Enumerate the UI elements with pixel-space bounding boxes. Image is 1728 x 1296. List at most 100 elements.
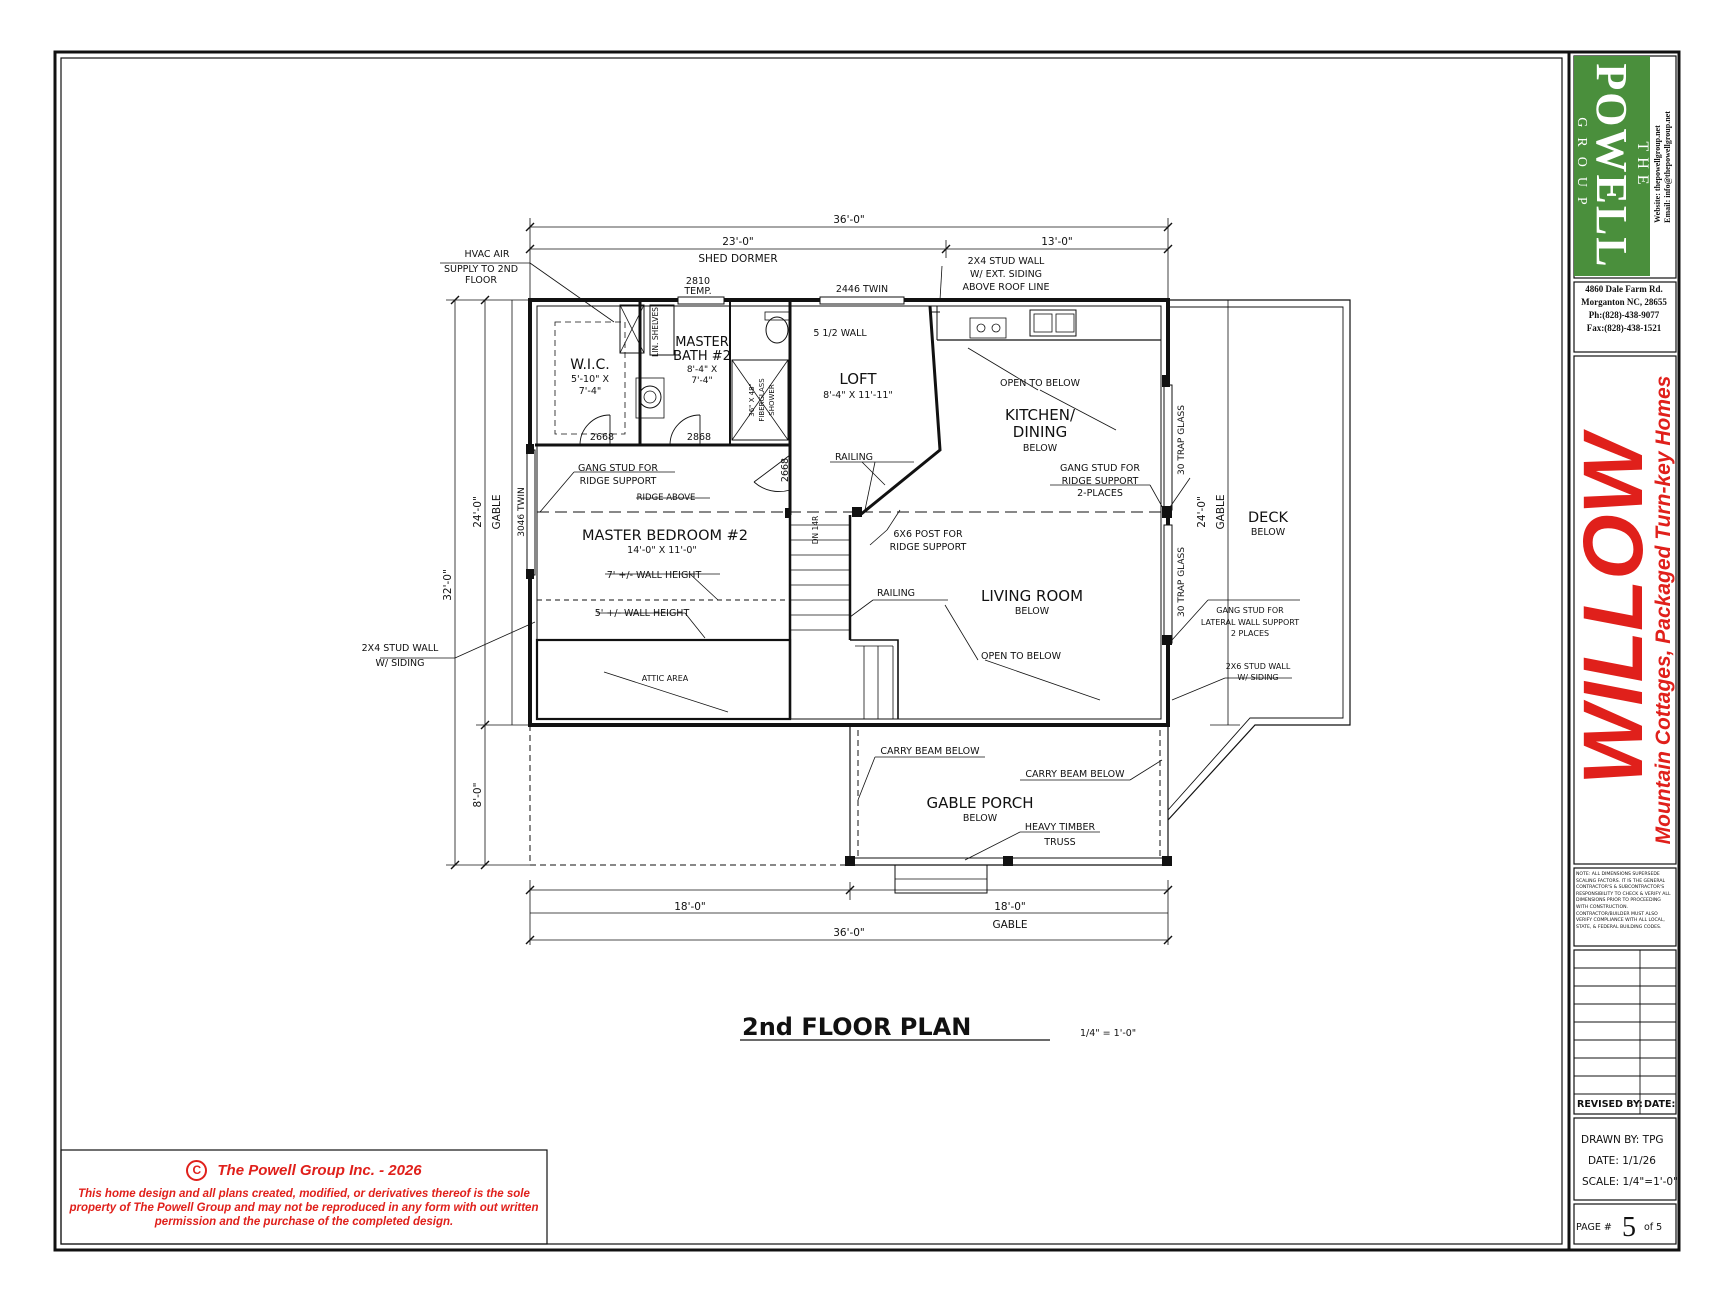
- note-stud-siding2: W/ SIDING: [375, 658, 424, 669]
- drawn-by: DRAWN BY: TPG: [1581, 1134, 1664, 1146]
- note-wall-512: 5 1/2 WALL: [813, 328, 867, 339]
- note-door-2868: 2868: [687, 432, 711, 443]
- room-loft: LOFT: [839, 370, 877, 388]
- revised-by-label: REVISED BY:: [1577, 1099, 1643, 1110]
- note-lin-shelves: LIN. SHELVES: [651, 307, 660, 357]
- note-gang1b: RIDGE SUPPORT: [580, 476, 657, 487]
- room-kitchen-below: BELOW: [1023, 443, 1058, 454]
- sheet-border-inner: [60, 57, 1563, 1245]
- room-bedroom-size: 14'-0" X 11'-0": [627, 545, 697, 556]
- dim-left-lower: 8'-0": [472, 783, 484, 808]
- note-post2: RIDGE SUPPORT: [890, 542, 967, 553]
- drawn-scale: SCALE: 1/4"=1'-0": [1582, 1176, 1678, 1188]
- drawn-date: DATE: 1/1/26: [1588, 1155, 1656, 1167]
- note-gang3c: 2 PLACES: [1231, 629, 1269, 638]
- logo-powell: POWELL: [1587, 63, 1636, 269]
- room-porch-below: BELOW: [963, 813, 998, 824]
- plan-title: 2nd FLOOR PLAN: [742, 1013, 971, 1041]
- design-name-box: WILLOW Mountain Cottages, Packaged Turn-…: [1572, 360, 1676, 860]
- website-text: Website: thepowellgroup.net: [1653, 125, 1662, 223]
- note-hvac1: HVAC AIR: [465, 249, 510, 260]
- dim-top-right: 13'-0": [1041, 236, 1073, 248]
- note-trap2: 30 TRAP GLASS: [1177, 547, 1187, 617]
- dim-top-total: 36'-0": [833, 214, 865, 226]
- email-text: Email: info@thepowellgroup.net: [1663, 111, 1672, 223]
- floor-plan-drawing: 36'-0" 23'-0" SHED DORMER 13'-0" 18'-0" …: [362, 214, 1351, 1041]
- room-wic-size1: 5'-10" X: [571, 374, 610, 385]
- address-city: Morganton NC, 28655: [1581, 297, 1667, 307]
- note-hvac2: SUPPLY TO 2ND: [444, 264, 518, 275]
- design-tagline: Mountain Cottages, Packaged Turn-key Hom…: [1652, 375, 1675, 845]
- room-kitchen: KITCHEN/: [1005, 406, 1076, 424]
- revised-date-label: DATE:: [1644, 1099, 1675, 1110]
- room-living: LIVING ROOM: [981, 587, 1083, 605]
- note-win-2810: 2810: [686, 276, 710, 287]
- note-gang2b: RIDGE SUPPORT: [1062, 476, 1139, 487]
- room-bath2: BATH #2: [673, 349, 731, 364]
- note-stud2: W/ EXT. SIDING: [970, 269, 1042, 280]
- note-door-2668a: 2668: [590, 432, 614, 443]
- note-door-2668b: 2668: [780, 458, 791, 482]
- dim-top-left: 23'-0": [722, 236, 754, 248]
- page-label: PAGE #: [1576, 1222, 1612, 1233]
- note-gang1a: GANG STUD FOR: [578, 463, 658, 474]
- dim-left-upper: 24'-0": [472, 496, 484, 528]
- contact-web: Website: thepowellgroup.net Email: info@…: [1652, 60, 1674, 275]
- dim-left-gable: GABLE: [491, 494, 503, 529]
- general-note: NOTE: ALL DIMENSIONS SUPERSEDE SCALING F…: [1576, 872, 1671, 930]
- note-truss2: TRUSS: [1043, 837, 1075, 848]
- note-truss1: HEAVY TIMBER: [1025, 822, 1096, 833]
- note-shower2: FIBERGLASS: [758, 378, 766, 422]
- page-of: of 5: [1644, 1222, 1662, 1233]
- note-gang3a: GANG STUD FOR: [1216, 606, 1284, 615]
- dim-bottom-left: 18'-0": [674, 901, 706, 913]
- note-shower3: SHOWER: [768, 384, 776, 416]
- note-stud3: ABOVE ROOF LINE: [963, 282, 1050, 293]
- note-stairs-dn: DN 14R: [811, 516, 820, 545]
- dim-left-total: 32'-0": [442, 569, 454, 601]
- room-deck-below: BELOW: [1251, 527, 1286, 538]
- note-stud1: 2X4 STUD WALL: [968, 256, 1045, 267]
- room-attic: ATTIC AREA: [642, 674, 689, 683]
- room-kitchen2: DINING: [1013, 423, 1067, 441]
- note-post1: 6X6 POST FOR: [893, 529, 963, 540]
- note-railing2: RAILING: [877, 588, 915, 599]
- dim-gable-bottom: GABLE: [992, 919, 1027, 931]
- room-deck: DECK: [1248, 510, 1288, 526]
- note-win-2446: 2446 TWIN: [836, 284, 888, 295]
- note-wall5: 5' +/- WALL HEIGHT: [595, 608, 690, 619]
- copyright-icon: C: [186, 1160, 208, 1181]
- note-ridge-above: RIDGE ABOVE: [637, 493, 696, 503]
- room-wic-size2: 7'-4": [579, 386, 602, 397]
- powell-group-logo: THE POWELL GROUP: [1574, 56, 1650, 276]
- note-wall7: 7' +/- WALL HEIGHT: [607, 570, 702, 581]
- dim-bottom-right: 18'-0": [994, 901, 1026, 913]
- note-carry2: CARRY BEAM BELOW: [1025, 769, 1125, 780]
- note-gang2a: GANG STUD FOR: [1060, 463, 1140, 474]
- note-hvac3: FLOOR: [465, 275, 497, 286]
- room-bath: MASTER: [675, 335, 729, 350]
- note-open-below-kitchen: OPEN TO BELOW: [1000, 378, 1081, 389]
- design-name: WILLOW: [1572, 435, 1660, 785]
- note-shower1: 36" X 48": [748, 383, 756, 417]
- note-stud-siding1: 2X4 STUD WALL: [362, 643, 439, 654]
- dim-right: 24'-0": [1196, 496, 1208, 528]
- dim-right-gable: GABLE: [1215, 494, 1227, 529]
- room-living-below: BELOW: [1015, 606, 1050, 617]
- copyright-line2: This home design and all plans created, …: [69, 1188, 539, 1228]
- note-win-temp: TEMP.: [683, 286, 711, 297]
- copyright-notice: C The Powell Group Inc. - 2026 This home…: [62, 1152, 546, 1238]
- dim-shed-dormer: SHED DORMER: [698, 253, 777, 265]
- note-stud6a: 2X6 STUD WALL: [1226, 662, 1291, 671]
- plan-scale: 1/4" = 1'-0": [1080, 1028, 1136, 1039]
- copyright-box: [60, 1149, 548, 1245]
- dim-bottom-total: 36'-0": [833, 927, 865, 939]
- copyright-line1: The Powell Group Inc. - 2026: [217, 1162, 422, 1179]
- page-number: 5: [1622, 1212, 1636, 1243]
- address-phone: Ph:(828)-438-9077: [1588, 310, 1660, 320]
- note-gang3b: LATERAL WALL SUPPORT: [1201, 618, 1299, 627]
- note-stud6b: W/ SIDING: [1237, 673, 1278, 682]
- address-fax: Fax:(828)-438-1521: [1586, 323, 1662, 333]
- room-loft-size: 8'-4" X 11'-11": [823, 390, 893, 401]
